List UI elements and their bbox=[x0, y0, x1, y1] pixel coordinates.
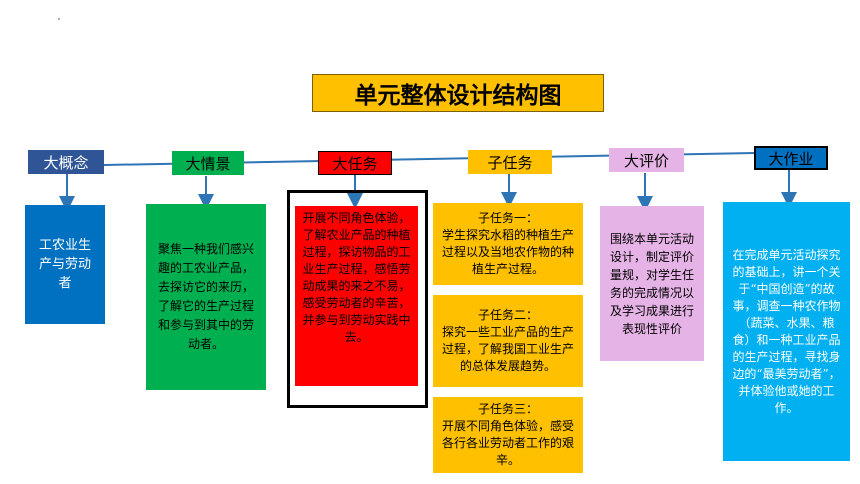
header-big-concept: 大概念 bbox=[28, 150, 104, 174]
subtask-2-body: 探究一些工业产品的生产过程，了解我国工业生产的总体发展趋势。 bbox=[441, 325, 574, 373]
subtask-3-body: 开展不同角色体验，感受各行各业劳动者工作的艰辛。 bbox=[441, 419, 574, 467]
subtask-2-box: 子任务二： 探究一些工业产品的生产过程，了解我国工业生产的总体发展趋势。 bbox=[433, 295, 583, 387]
subtask-1-title: 子任务一： bbox=[477, 211, 538, 225]
header-big-task: 大任务 bbox=[318, 151, 392, 175]
big-concept-box: 工农业生产与劳动者 bbox=[25, 205, 105, 324]
subtask-2-title: 子任务二： bbox=[477, 308, 538, 322]
subtask-1-body: 学生探究水稻的种植生产过程以及当地农作物的种植生产过程。 bbox=[441, 228, 574, 276]
subtask-1-box: 子任务一： 学生探究水稻的种植生产过程以及当地农作物的种植生产过程。 bbox=[433, 203, 583, 285]
subtask-3-box: 子任务三： 开展不同角色体验，感受各行各业劳动者工作的艰辛。 bbox=[433, 397, 583, 473]
header-subtasks: 子任务 bbox=[468, 150, 552, 174]
header-big-scenario: 大情景 bbox=[172, 151, 244, 175]
big-scenario-box: 聚焦一种我们感兴趣的工农业产品，去探访它的来历，了解它的生产过程和参与到其中的劳… bbox=[146, 204, 266, 390]
header-big-assignment: 大作业 bbox=[754, 146, 828, 170]
big-assignment-box: 在完成单元活动探究的基础上，讲一个关于“中国创造”的故事，调查一种农作物（蔬菜、… bbox=[723, 202, 850, 461]
big-task-frame bbox=[287, 190, 428, 408]
diagram-title: 单元整体设计结构图 bbox=[312, 74, 604, 112]
stray-dot bbox=[58, 18, 60, 20]
header-big-evaluation: 大评价 bbox=[609, 148, 684, 172]
subtask-3-title: 子任务三： bbox=[477, 402, 538, 416]
big-task-box: 开展不同角色体验，了解农业产品的种植过程，探访物品的工业生产过程，感悟劳动成果的… bbox=[295, 206, 418, 386]
big-evaluation-box: 围绕本单元活动设计，制定评价量规，对学生任务的完成情况以及学习成果进行表现性评价 bbox=[600, 206, 704, 361]
